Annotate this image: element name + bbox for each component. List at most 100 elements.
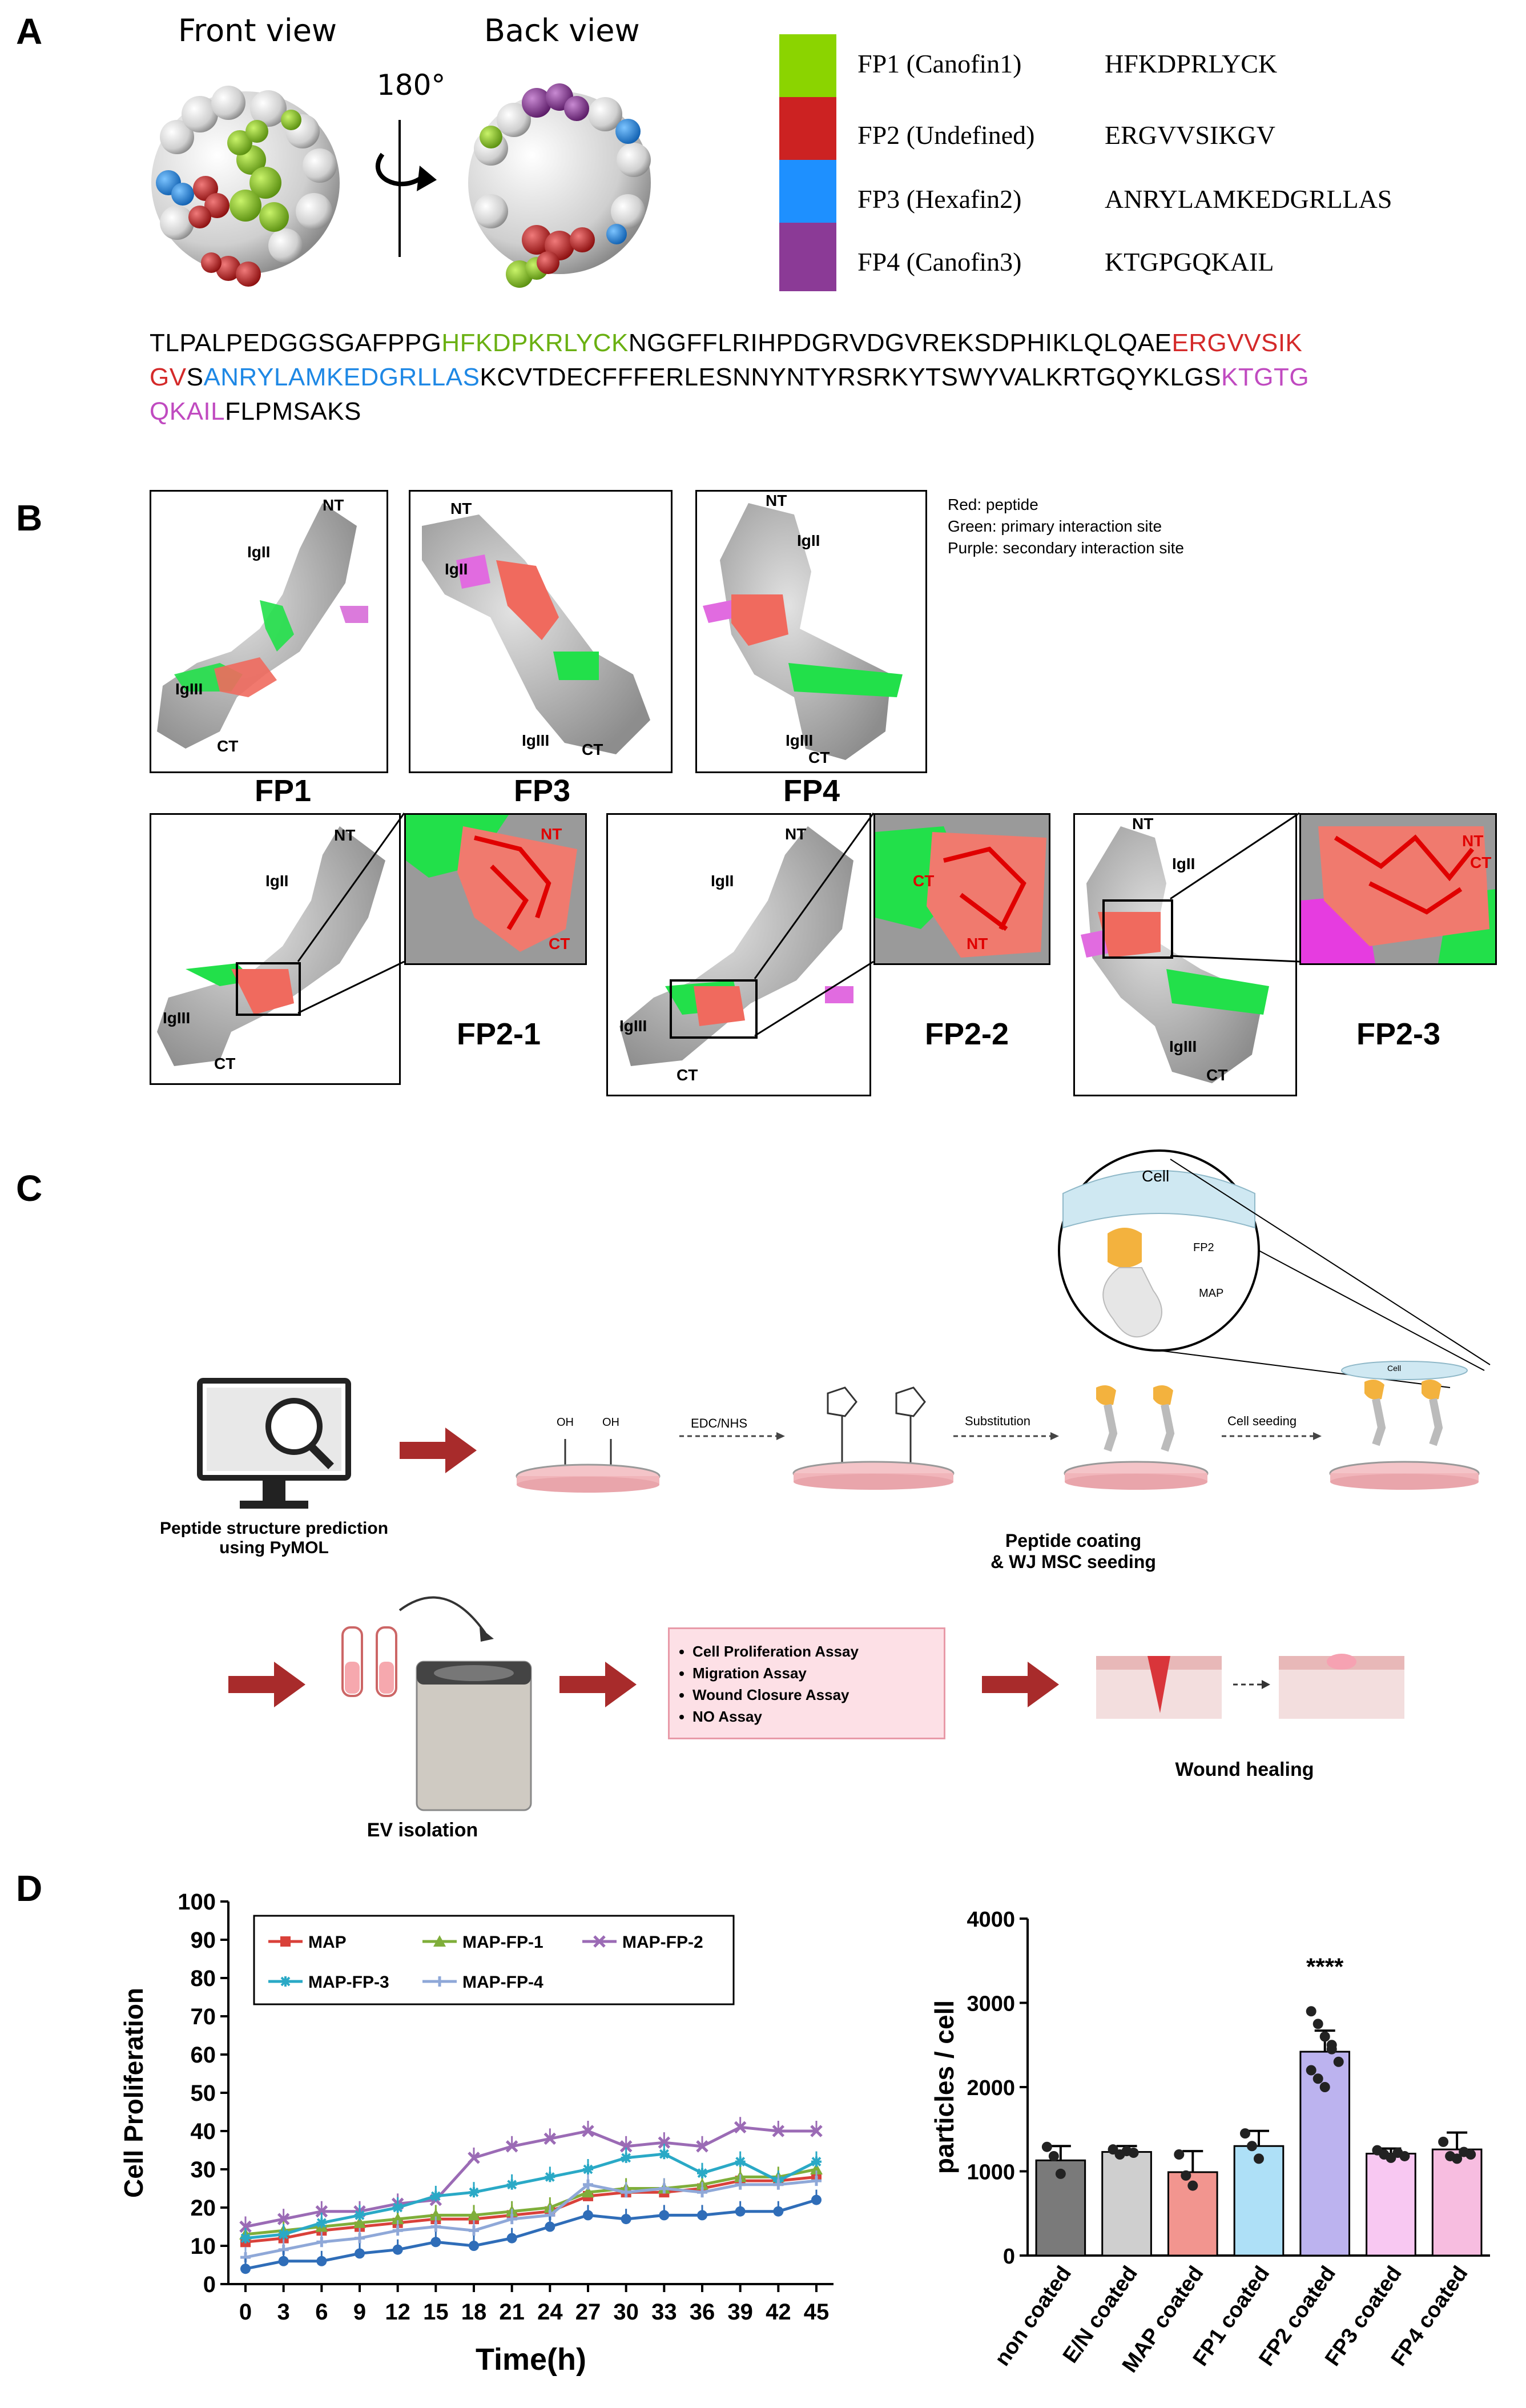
igii-label: IgII [265, 872, 289, 890]
dish-peptide-coated [1064, 1385, 1209, 1490]
assay-item: NO Assay [692, 1706, 944, 1727]
series-line [245, 2168, 817, 2236]
igii-label: IgII [797, 532, 820, 549]
seq-segment-fp2: ERGVVSIK [1171, 329, 1303, 357]
legend-label: MAP-FP-2 [622, 1933, 703, 1952]
flow-arrow-2 [228, 1662, 305, 1707]
data-point [545, 2221, 555, 2232]
cell-seeding-label: Cell seeding [1227, 1414, 1297, 1428]
data-point [582, 2125, 594, 2137]
data-point [621, 2214, 631, 2225]
assay-item: Cell Proliferation Assay [692, 1641, 944, 1662]
legend-label-fp3: FP3 (Hexafin2) [857, 184, 1022, 214]
data-point [773, 2179, 784, 2190]
rotation-arrow [376, 120, 437, 257]
data-point [545, 2172, 555, 2182]
structure-frame-fp2-3: NT IgII IgIII CT [1073, 813, 1297, 1096]
data-point [583, 2179, 593, 2190]
series-MAP-FP-3 [240, 2144, 822, 2244]
seq-segment: FLPMSAKS [225, 397, 361, 425]
data-point [506, 2179, 517, 2190]
y-tick-label: 20 [191, 2196, 216, 2221]
data-point [1247, 2141, 1257, 2152]
ev-isolation-caption: EV isolation [367, 1819, 478, 1841]
nt-label: NT [785, 825, 807, 843]
igiii-label: IgIII [619, 1017, 647, 1035]
series-line [245, 2179, 817, 2259]
legend-label: MAP-FP-3 [308, 1973, 389, 1992]
substitution-label: Substitution [965, 1414, 1030, 1428]
nt-label: NT [323, 496, 344, 514]
data-point [810, 2125, 823, 2137]
data-point [621, 2152, 631, 2163]
data-point [1312, 2073, 1323, 2084]
rotation-label: 180° [377, 69, 446, 102]
data-point [506, 2214, 517, 2225]
x-tick-label: 36 [690, 2300, 715, 2325]
data-point [543, 2132, 557, 2145]
ct-label: CT [549, 935, 570, 952]
nt-label: NT [450, 500, 472, 517]
panel-letter-d: D [16, 1868, 43, 1909]
seq-segment: KCVTDECFFFERLESNNYNTYRSRKYTSWYVALKRTGQYK… [480, 363, 1222, 391]
series-MAP-FP-1 [239, 2159, 823, 2240]
seq-segment-fp1: HFKDPKRLYCK [441, 329, 629, 357]
panel-letter-b: B [16, 497, 43, 538]
legend-label-fp4: FP4 (Canofin3) [857, 247, 1022, 276]
structure-label-fp2-3: FP2-3 [1356, 1017, 1441, 1051]
data-point [1306, 2065, 1316, 2076]
flow-arrow-3 [559, 1662, 637, 1707]
data-point [619, 2140, 633, 2153]
assay-item: Migration Assay [692, 1662, 944, 1684]
data-point [1048, 2150, 1059, 2161]
data-point [1438, 2136, 1449, 2147]
edc-nhs-label: EDC/NHS [691, 1416, 748, 1430]
legend-frame [253, 1915, 735, 2005]
wound-healing-caption: Wound healing [1175, 1759, 1314, 1780]
legend-label: MAP-FP-1 [462, 1933, 543, 1952]
data-point [810, 2163, 823, 2174]
data-point [1306, 2006, 1316, 2017]
data-point [773, 2206, 784, 2217]
series-MAP-FP-4 [240, 2170, 822, 2263]
zoom-frame-fp2-3: NT CT [1299, 813, 1497, 965]
data-point [735, 2179, 746, 2190]
data-point [392, 2202, 403, 2213]
sequence-line-2: GVSANRYLAMKEDGRLLASKCVTDECFFFERLESNNYNTY… [150, 363, 1309, 392]
structure-frame-fp1: NT IgII IgIII CT [150, 490, 388, 773]
bar [1366, 2153, 1416, 2257]
data-point [593, 1935, 606, 1948]
bar [1233, 2145, 1285, 2257]
zoom-frame-fp2-1: NT CT [404, 813, 587, 965]
structure-label-fp4: FP4 [783, 774, 840, 808]
dish-cell-seeded [1329, 1361, 1480, 1490]
significance-annotation: **** [1306, 1953, 1344, 1980]
x-tick-label: 0 [239, 2300, 252, 2325]
data-point [811, 2156, 822, 2167]
data-point [697, 2210, 707, 2221]
dish-carboxyl [516, 1439, 661, 1493]
back-view-title: Back view [484, 13, 640, 49]
y-tick-label: 70 [191, 2004, 216, 2029]
y-axis-label: Cell Proliferation [119, 1988, 148, 2198]
igii-label: IgII [247, 543, 271, 561]
magnified-cell-binding [1058, 1149, 1491, 1388]
data-point [811, 2194, 822, 2205]
data-point [240, 2233, 251, 2244]
igii-label: IgII [711, 872, 734, 890]
data-point [391, 2213, 404, 2225]
panel-letter-c: C [16, 1168, 43, 1209]
x-tick-label: 27 [575, 2300, 601, 2325]
ct-label: CT [1206, 1066, 1228, 1084]
cell-label-small: Cell [1387, 1364, 1402, 1373]
chem-oh-2: OH [602, 1416, 619, 1429]
seq-segment-fp2: GV [150, 363, 187, 391]
data-point [469, 2241, 479, 2251]
nt-label: NT [766, 492, 787, 509]
structure-label-fp2-2: FP2-2 [925, 1017, 1009, 1051]
data-point [316, 2237, 327, 2248]
y-tick-label: 40 [191, 2119, 216, 2144]
x-tick-label: 21 [499, 2300, 525, 2325]
